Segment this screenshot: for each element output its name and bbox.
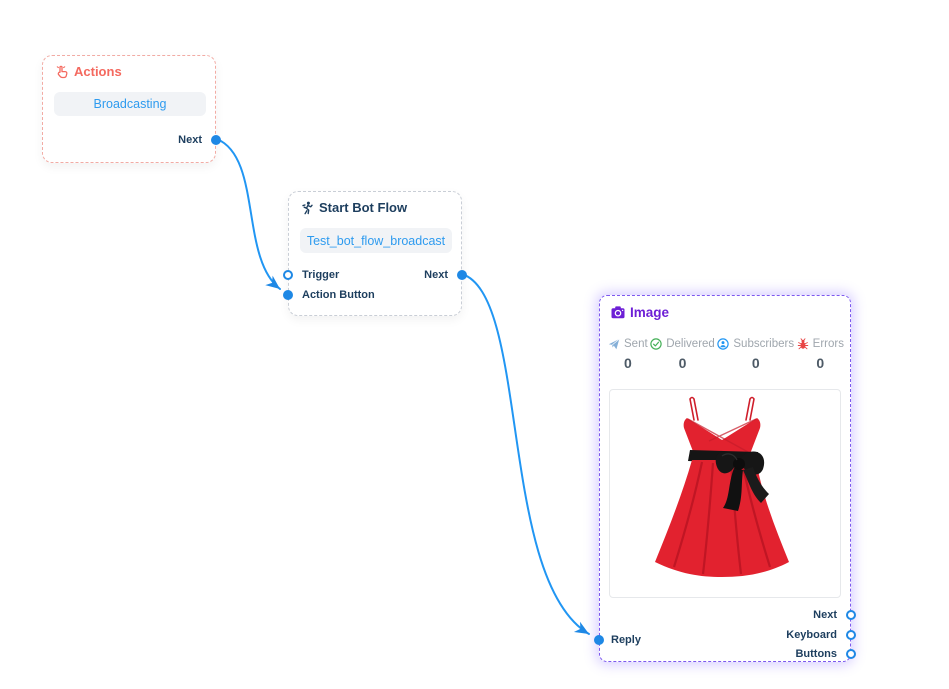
message-image-red-dress[interactable] [609,389,841,598]
stat-subscribers: Subscribers 0 [717,337,794,371]
keyboard-port[interactable] [846,630,856,640]
node-start-bot-flow[interactable]: Start Bot Flow Test_bot_flow_broadcast T… [283,191,467,316]
stat-subscribers-value: 0 [751,355,760,371]
start-bot-flow-title: Start Bot Flow [319,200,408,215]
actions-next-port[interactable] [211,135,221,145]
buttons-port-label: Buttons [795,648,837,660]
actions-node-header: Actions [55,64,122,79]
red-dress-illustration [655,396,789,577]
broadcast-stats: Sent 0 Delivered 0 [608,337,844,371]
actions-next-port-label: Next [178,134,202,146]
stat-errors-label: Errors [812,338,844,350]
tap-hand-icon [55,65,69,79]
broadcasting-button[interactable]: Broadcasting [54,92,206,116]
trigger-port-label: Trigger [302,269,340,281]
node-image[interactable]: Image Sent 0 [594,295,856,662]
sbf-next-port[interactable] [457,270,467,280]
reply-port[interactable] [594,635,604,645]
image-next-port-label: Next [813,609,837,621]
stat-sent-label: Sent [624,338,648,350]
stat-errors: Errors 0 [797,337,844,371]
actions-node-title: Actions [74,64,122,79]
bug-icon [797,338,809,350]
stat-delivered-value: 0 [678,355,687,371]
stat-sent: Sent 0 [608,337,648,371]
paper-plane-icon [608,338,620,350]
stat-delivered: Delivered 0 [650,337,715,371]
image-node-header: Image [611,305,669,320]
stat-delivered-label: Delivered [666,338,715,350]
test-bot-flow-broadcast-button[interactable]: Test_bot_flow_broadcast [300,228,452,253]
action-button-port[interactable] [283,290,293,300]
buttons-port[interactable] [846,649,856,659]
edge-startbotflow-next-to-reply[interactable] [461,273,590,635]
stat-subscribers-label: Subscribers [733,338,795,350]
node-actions[interactable]: Actions Broadcasting Next [42,55,221,163]
stat-errors-value: 0 [816,355,825,371]
start-bot-flow-header: Start Bot Flow [300,200,407,215]
reply-port-label: Reply [611,634,641,646]
edge-actions-next-to-action-button[interactable] [216,138,281,290]
trigger-port[interactable] [283,270,293,280]
action-button-port-label: Action Button [302,289,375,301]
stat-sent-value: 0 [623,355,632,371]
subscriber-icon [717,338,730,350]
image-next-port[interactable] [846,610,856,620]
sbf-next-port-label: Next [424,269,448,281]
check-circle-icon [650,338,662,350]
runner-icon [300,201,314,215]
keyboard-port-label: Keyboard [786,629,837,641]
image-node-title: Image [630,305,670,320]
camera-icon [611,306,625,319]
